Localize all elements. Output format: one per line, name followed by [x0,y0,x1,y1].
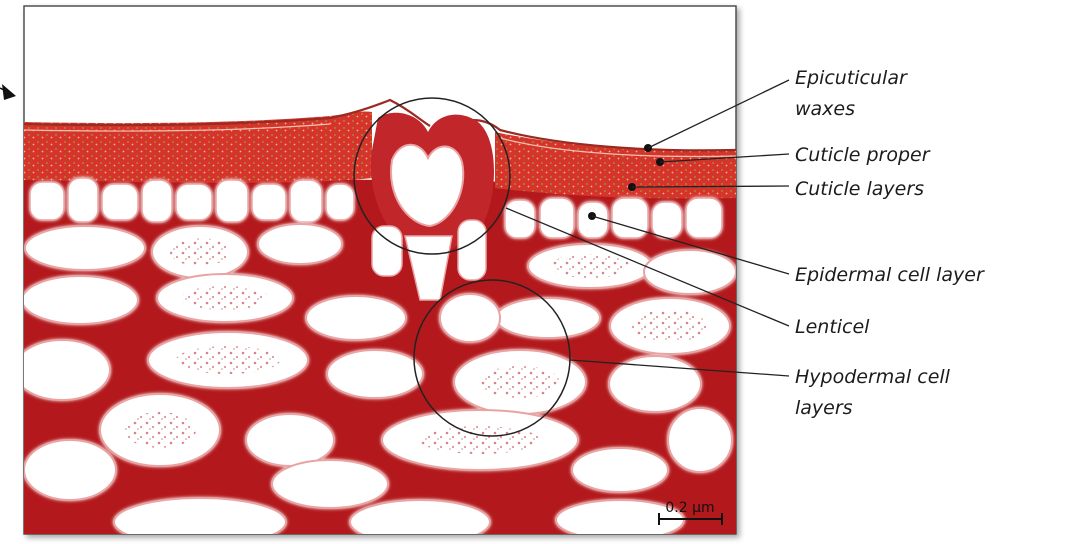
label-epicuticular-line1: Epicuticular [795,67,908,89]
label-lenticel: Lenticel [795,316,870,338]
callout-labels: Epicuticular waxes Cuticle proper Cuticl… [795,67,985,419]
label-hypodermal-line1: Hypodermal cell [795,366,951,388]
label-cuticle-layers: Cuticle layers [795,178,924,200]
label-epidermal: Epidermal cell layer [795,264,985,286]
left-arrow-icon [0,84,16,100]
label-cuticle-proper: Cuticle proper [795,144,931,166]
label-hypodermal-line2: layers [795,397,853,419]
label-epicuticular-line2: waxes [795,98,855,120]
lenticel-structure [371,113,494,300]
micrograph-panel: 0.2 µm [14,6,736,544]
scale-bar-label: 0.2 µm [665,500,714,516]
